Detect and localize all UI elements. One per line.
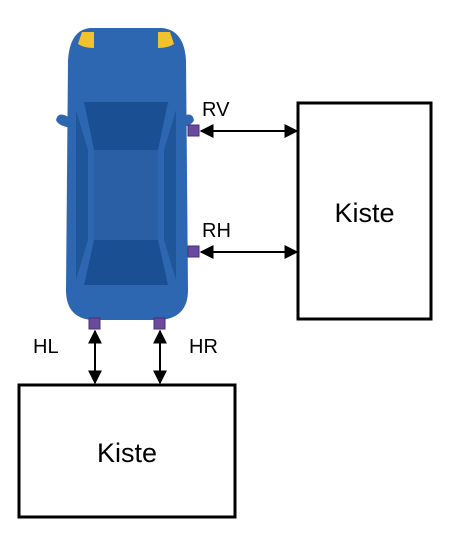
box-bottom-frame [17,383,237,519]
box-right: Kiste [296,101,433,321]
label-rv: RV [202,99,230,121]
car-icon [56,28,194,320]
left-headlight [78,32,94,48]
windshield [84,102,168,150]
sensor-hl [88,317,101,330]
box-right-frame [296,101,433,321]
label-hr: HR [189,336,218,358]
box-bottom: Kiste [17,383,237,519]
right-headlight [158,32,174,48]
box-bottom-label: Kiste [97,438,157,468]
label-hl: HL [33,336,59,358]
sensor-rv [187,124,200,137]
box-right-label: Kiste [334,198,394,228]
rear-window [84,240,168,285]
label-rh: RH [202,220,231,242]
sensor-rh [187,245,200,258]
right-window [164,110,176,280]
sensor-hr [153,317,166,330]
roof [94,150,158,240]
left-window [76,110,88,280]
